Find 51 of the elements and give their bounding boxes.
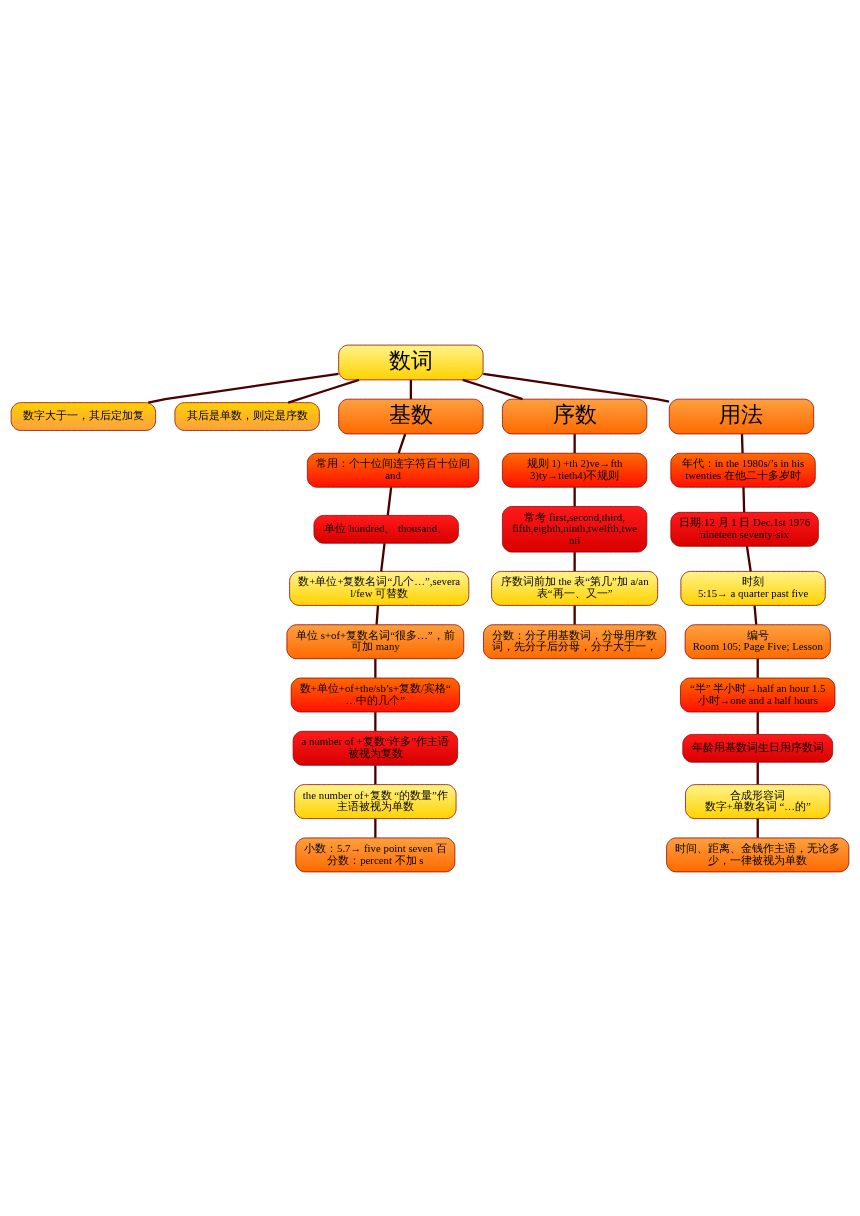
connector	[397, 433, 407, 453]
node-box: 常考 first,second,third, fifth,eighth,ninth,twelfth,twenti	[502, 505, 648, 552]
node-box: 常用：个十位间连字符百十位间 and	[307, 452, 480, 488]
node-box: 时间、距离、金钱作主语，无论多少，一律被视为单数	[666, 837, 850, 872]
connector	[462, 378, 523, 400]
connector	[374, 764, 377, 784]
node-box: the number of+复数 “的数量”作主语被视为单数	[294, 783, 457, 819]
node-box: 小数：5.7→ five point seven 百分数：percent 不加 s	[295, 837, 456, 872]
connector	[573, 605, 576, 624]
node-box: 数词	[338, 344, 484, 380]
connector	[745, 545, 752, 571]
connector	[375, 604, 380, 625]
node-box: “半” 半小时→half an hour 1.5 小时→one and a half hours	[680, 677, 836, 712]
node-box: 其后是单数，则定是序数	[174, 401, 320, 431]
node-box: 合成形容词 数字+单数名词 “…的”	[685, 783, 831, 819]
connector	[753, 604, 758, 625]
node-box: 规则 1) +th 2)ve→fth 3)ty→tieth4)不规则	[502, 452, 648, 488]
connector	[756, 761, 759, 784]
connector	[742, 486, 746, 512]
node-box: a number of +复数“许多”作主语被视为复数	[292, 730, 458, 766]
connector	[409, 379, 413, 399]
connector	[756, 818, 759, 838]
node-box: 数字大于一，其后定加复	[10, 401, 156, 431]
node-box: 年龄用基数词生日用序数词	[682, 733, 834, 763]
node-box: 数+单位+复数名词“几个…”,several/few 可替数	[289, 570, 470, 606]
node-box: 编号 Room 105; Page Five; Lesson	[684, 623, 831, 659]
node-box: 单位 s+of+复数名词“很多…”，前可加 many	[286, 623, 465, 659]
node-box: 数+单位+of+the/sb’s+复数/宾格“…中的几个”	[290, 677, 460, 712]
node-box: 基数	[338, 398, 484, 434]
node-box: 序数词前加 the 表“第几”加 a/an 表“再一、又一”	[491, 570, 659, 606]
connector	[374, 711, 377, 731]
connector	[148, 372, 339, 404]
connector	[756, 711, 759, 734]
connector	[573, 486, 576, 506]
connector	[756, 658, 759, 678]
connector	[374, 818, 377, 838]
connector	[374, 658, 377, 678]
connector	[573, 433, 576, 453]
node-box: 分数：分子用基数词，分母用序数词，先分子后分母，分子大于一，	[483, 623, 667, 659]
connector	[386, 486, 393, 515]
node-box: 序数	[502, 398, 648, 434]
connector	[287, 378, 360, 404]
node-box: 用法	[668, 398, 815, 434]
connector	[573, 551, 576, 571]
node-box: 年代：in the 1980s/’s in his twenties 在他二十多岁时	[670, 452, 816, 488]
node-box: 单位 hundred、 thousand、	[313, 514, 459, 544]
node-box: 时刻 5:15→ a quarter past five	[680, 570, 826, 606]
connector	[740, 433, 744, 453]
connector	[483, 372, 670, 403]
node-box: 日期:12 月 1 日 Dec.1st 1976 nineteen seventy-six	[670, 511, 819, 547]
connector	[380, 542, 386, 571]
